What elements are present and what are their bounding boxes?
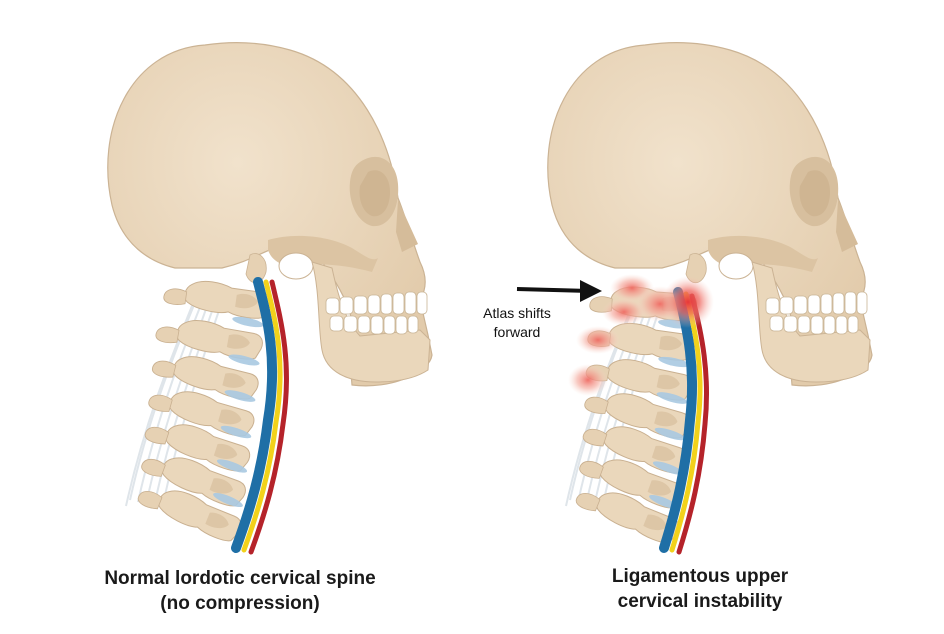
caption-normal-line1: Normal lordotic cervical spine	[104, 568, 376, 589]
unstable-spine-illustration	[546, 41, 873, 555]
inflammation-spot	[568, 364, 608, 396]
annotation-atlas-shift: Atlas shifts forward	[462, 304, 572, 342]
annotation-line1: Atlas shifts	[483, 305, 551, 321]
inflammation-spot	[576, 326, 620, 354]
spinal-cord-normal	[231, 277, 289, 555]
inflammation-spot	[602, 298, 646, 326]
cervical-vertebrae-normal	[134, 274, 273, 546]
inflammation-markers	[568, 274, 714, 396]
caption-unstable-line2: cervical instability	[617, 591, 783, 612]
normal-spine-illustration	[106, 41, 434, 555]
arrow-icon	[516, 280, 602, 302]
caption-normal-line2: (no compression)	[160, 593, 320, 614]
caption-unstable: Ligamentous upper cervical instability	[540, 564, 860, 614]
atlas-inflammation-spot	[662, 276, 714, 328]
caption-normal: Normal lordotic cervical spine (no compr…	[50, 566, 430, 616]
annotation-line2: forward	[493, 324, 541, 340]
caption-unstable-line1: Ligamentous upper	[611, 566, 789, 587]
